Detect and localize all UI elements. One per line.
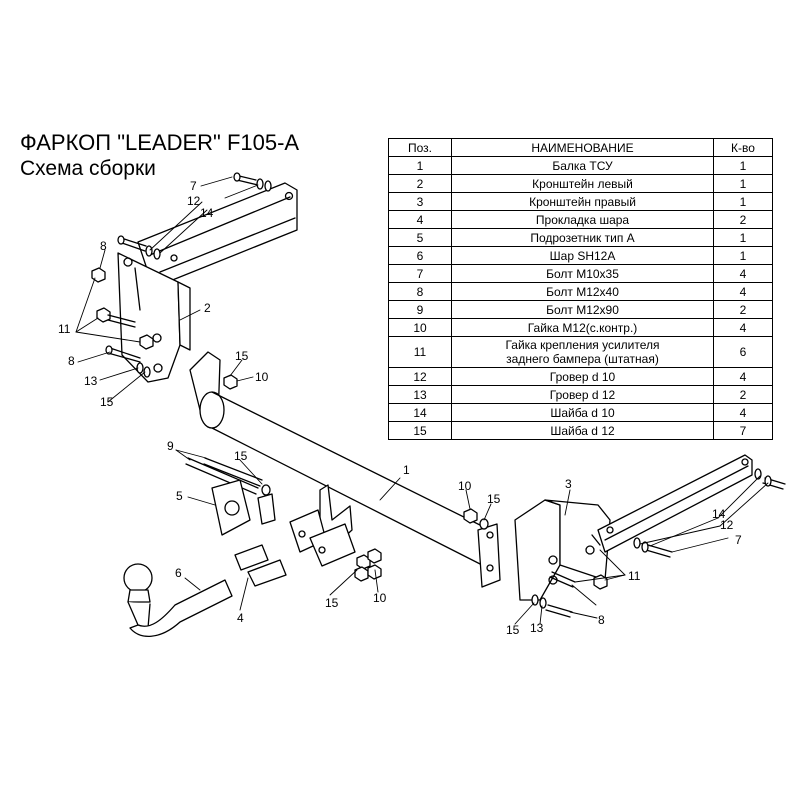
beam-nut-left bbox=[223, 374, 238, 390]
part-qty-cell: 1 bbox=[713, 156, 773, 175]
callout-14b: 14 bbox=[712, 507, 726, 521]
callout-8b: 8 bbox=[68, 354, 75, 368]
callout-5: 5 bbox=[176, 489, 183, 503]
callout-10c: 10 bbox=[458, 479, 472, 493]
callout-15b: 15 bbox=[235, 349, 249, 363]
callout-12a: 12 bbox=[187, 194, 201, 208]
left-bracket-arm bbox=[137, 182, 298, 286]
callout-12b: 12 bbox=[720, 518, 734, 532]
callout-7b: 7 bbox=[735, 533, 742, 547]
ball-spacers bbox=[234, 544, 287, 587]
socket-plate bbox=[185, 457, 276, 536]
part-qty-cell: 6 bbox=[713, 336, 773, 368]
callout-13b: 13 bbox=[530, 621, 544, 635]
main-beam bbox=[189, 351, 501, 588]
callout-3: 3 bbox=[565, 477, 572, 491]
right-bracket bbox=[514, 454, 753, 601]
part-name-cell: Гайка крепления усилителя заднего бампер… bbox=[451, 336, 714, 368]
callout-10a: 10 bbox=[255, 370, 269, 384]
part-qty-cell: 7 bbox=[713, 421, 773, 440]
part-name-cell: Болт М12х90 bbox=[451, 300, 714, 319]
center-nuts bbox=[354, 508, 489, 582]
callout-9: 9 bbox=[167, 439, 174, 453]
callout-14a: 14 bbox=[200, 206, 214, 220]
part-name-cell: Шайба d 10 bbox=[451, 403, 714, 422]
callout-15f: 15 bbox=[506, 623, 520, 637]
callout-11a: 11 bbox=[58, 322, 71, 336]
part-name-cell: Болт М12х40 bbox=[451, 282, 714, 301]
leader-lines bbox=[75, 176, 769, 625]
callout-11b: 11 bbox=[628, 569, 641, 583]
callout-7a: 7 bbox=[190, 179, 197, 193]
callout-labels: 1 2 3 4 5 6 7 7 8 8 8 9 10 10 10 11 11 1… bbox=[58, 179, 742, 637]
callout-8a: 8 bbox=[100, 239, 107, 253]
callout-6: 6 bbox=[175, 566, 182, 580]
callout-15a: 15 bbox=[100, 395, 114, 409]
title-block: ФАРКОП "LEADER" F105-A Схема сборки bbox=[20, 130, 299, 182]
callout-2: 2 bbox=[204, 301, 211, 315]
part-qty-cell: 2 bbox=[713, 300, 773, 319]
part-name-cell: Кронштейн левый bbox=[451, 174, 714, 193]
page-subtitle: Схема сборки bbox=[20, 157, 156, 180]
part-name-cell: Кронштейн правый bbox=[451, 192, 714, 211]
callout-13a: 13 bbox=[84, 374, 98, 388]
page-title: ФАРКОП "LEADER" F105-A bbox=[20, 130, 300, 155]
left-top-fasteners bbox=[117, 172, 272, 260]
part-qty-cell: 1 bbox=[713, 192, 773, 211]
callout-1: 1 bbox=[403, 463, 410, 477]
tow-ball bbox=[123, 563, 233, 637]
callout-10b: 10 bbox=[373, 591, 387, 605]
callout-15c: 15 bbox=[234, 449, 248, 463]
part-pos-cell: 11 bbox=[388, 336, 452, 368]
callout-4: 4 bbox=[237, 611, 244, 625]
left-bracket-plate bbox=[117, 252, 191, 383]
callout-15e: 15 bbox=[487, 492, 501, 506]
part-name-cell: Гайка М12(с.контр.) bbox=[451, 318, 714, 337]
callout-15d: 15 bbox=[325, 596, 339, 610]
part-name-cell: Гровер d 10 bbox=[451, 367, 714, 386]
callout-8c: 8 bbox=[598, 613, 605, 627]
